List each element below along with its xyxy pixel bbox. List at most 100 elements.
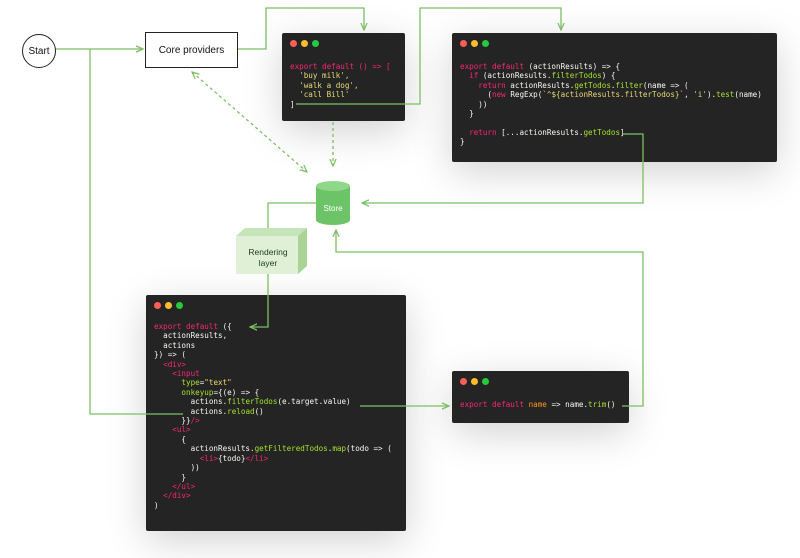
code-token: actionResults.: [510, 80, 575, 90]
maximize-dot-icon: [482, 378, 489, 385]
code-token: ]: [620, 127, 625, 137]
code-line: }) => (: [154, 350, 186, 359]
code-line: }}/>: [154, 416, 200, 426]
code-token: (actionResults) => {: [528, 62, 621, 71]
code-token: <ul>: [154, 425, 191, 435]
code-line: ]: [290, 100, 295, 109]
code-token: ) {: [601, 71, 616, 81]
code-token: 'call Bill': [290, 90, 350, 100]
code-window-todos: export default () => [ 'buy milk', 'walk…: [282, 33, 405, 121]
window-controls: [290, 40, 319, 47]
code-token: name: [528, 400, 547, 409]
code-token: )): [154, 463, 200, 473]
window-controls: [154, 302, 183, 309]
code-token: map: [332, 444, 347, 454]
code-token: getFilteredTodos: [254, 444, 328, 454]
code-block-todos: export default () => [ 'buy milk', 'walk…: [290, 62, 391, 109]
code-token: onkeyup: [154, 387, 214, 397]
code-line: if (actionResults.filterTodos) {: [460, 71, 615, 80]
code-block-filter-todos: export default (actionResults) => { if (…: [460, 62, 762, 147]
code-token: </li>: [245, 453, 269, 463]
code-line: </div>: [154, 491, 191, 501]
code-line: <ul>: [154, 425, 191, 435]
code-block-trim: export default name => name.trim(): [460, 400, 615, 409]
store-label: Store: [323, 204, 343, 213]
code-line: <div>: [154, 360, 186, 369]
code-token: (): [254, 406, 264, 416]
code-token: (e.target.value): [277, 397, 351, 407]
code-token: .: [327, 444, 333, 454]
code-line: actions: [154, 341, 195, 350]
code-token: export default: [460, 62, 529, 71]
code-token: 'i': [693, 90, 707, 100]
code-token: actions.: [154, 406, 228, 416]
code-line: 'call Bill': [290, 90, 349, 99]
code-line: return [...actionResults.getTodos]: [460, 127, 625, 137]
code-token: ).: [706, 90, 717, 100]
code-line: <li>{todo}</li>: [154, 453, 269, 463]
code-line: )): [154, 463, 200, 472]
maximize-dot-icon: [312, 40, 319, 47]
code-token: (: [460, 90, 493, 100]
code-token: `^${actionResults.filterTodos}`: [542, 90, 685, 100]
code-token: }) => (: [154, 350, 187, 360]
code-block-render: export default ({ actionResults, actions…: [154, 322, 392, 510]
code-line: export default (actionResults) => {: [460, 62, 620, 71]
code-token: <input: [154, 369, 200, 379]
code-token: (todo => (: [346, 444, 392, 454]
code-window-render: export default ({ actionResults, actions…: [146, 295, 406, 531]
code-token: name.: [565, 400, 589, 409]
window-controls: [460, 40, 489, 47]
core-providers-box: Core providers: [145, 32, 238, 68]
code-token: />: [190, 416, 200, 426]
code-line: onkeyup={(e) => {: [154, 388, 259, 397]
close-dot-icon: [460, 40, 467, 47]
minimize-dot-icon: [471, 40, 478, 47]
code-token: ]: [290, 99, 295, 109]
code-token: filterTodos: [227, 397, 278, 407]
code-token: return: [460, 80, 511, 90]
code-token: ({: [222, 322, 232, 331]
code-token: actions: [154, 340, 196, 350]
code-token: "text": [204, 378, 232, 388]
code-token: test: [716, 90, 735, 100]
code-token: actionResults,: [154, 331, 228, 341]
code-token: }: [154, 472, 187, 482]
code-token: trim: [588, 400, 607, 409]
core-providers-label: Core providers: [158, 44, 225, 56]
code-token: [...actionResults.: [501, 127, 584, 137]
code-line: )): [460, 100, 487, 109]
code-line: }: [154, 473, 186, 482]
code-token: (name => (: [642, 80, 689, 90]
maximize-dot-icon: [176, 302, 183, 309]
code-line: export default () => [: [290, 62, 391, 71]
minimize-dot-icon: [301, 40, 308, 47]
code-line: type="text": [154, 378, 232, 388]
code-line: actions.filterTodos(e.target.value): [154, 397, 351, 406]
window-controls: [460, 378, 489, 385]
code-line: export default ({: [154, 322, 232, 331]
code-token: actions.: [154, 397, 228, 407]
code-token: </div>: [154, 491, 191, 501]
code-line: }: [460, 137, 465, 146]
code-line: (new RegExp(`^${actionResults.filterTodo…: [460, 90, 762, 100]
start-label: Start: [28, 45, 50, 57]
code-token: reload: [227, 406, 255, 416]
code-token: ={(e) => {: [213, 387, 260, 397]
code-window-trim: export default name => name.trim(): [452, 371, 629, 423]
code-token: }: [460, 109, 474, 119]
code-token: (name): [734, 90, 762, 100]
code-line: actions.reload(): [154, 407, 264, 416]
code-line: 'walk a dog',: [290, 81, 358, 90]
code-line: ): [154, 501, 159, 510]
code-token: return: [460, 127, 502, 137]
code-token: export default () => [: [290, 62, 391, 71]
start-node: Start: [22, 34, 56, 68]
code-token: filterTodos: [551, 71, 602, 81]
code-token: getTodos: [574, 80, 611, 90]
code-line: return actionResults.getTodos.filter(nam…: [460, 80, 689, 90]
code-token: getTodos: [583, 127, 621, 137]
code-line: }: [460, 109, 474, 118]
code-line: actionResults,: [154, 331, 227, 340]
code-token: =>: [546, 400, 566, 409]
